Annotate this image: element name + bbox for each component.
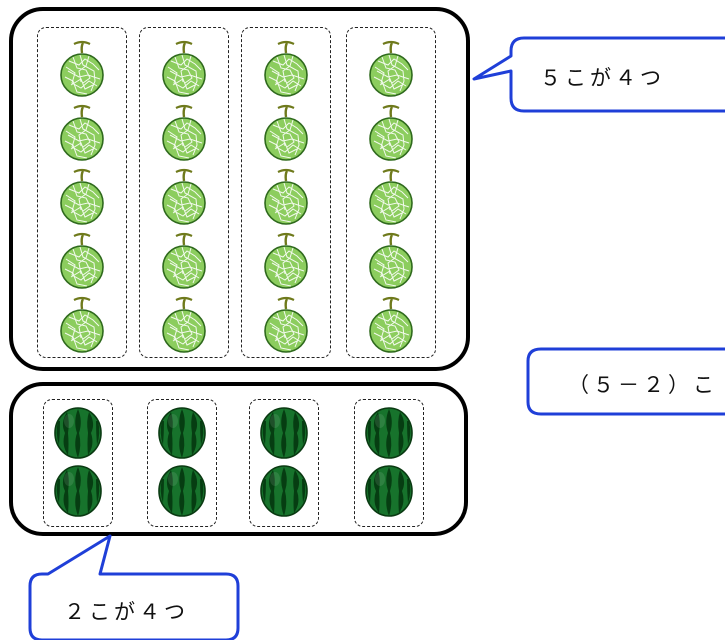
watermelon-column xyxy=(249,399,319,527)
callout-bottom-text: ２こが４つ xyxy=(64,600,189,624)
callout-side-bubble xyxy=(526,347,725,416)
callout-side-text: （５－２）こ xyxy=(568,373,718,397)
melon-column xyxy=(139,27,229,358)
melon-column xyxy=(241,27,331,358)
callout-top-text: ５こが４つ xyxy=(540,66,665,90)
watermelon-column xyxy=(43,399,113,527)
watermelon-column xyxy=(354,399,424,527)
melon-column xyxy=(37,27,127,358)
callout-top-bubble xyxy=(472,36,725,113)
melon-column xyxy=(346,27,436,358)
watermelon-column xyxy=(147,399,217,527)
